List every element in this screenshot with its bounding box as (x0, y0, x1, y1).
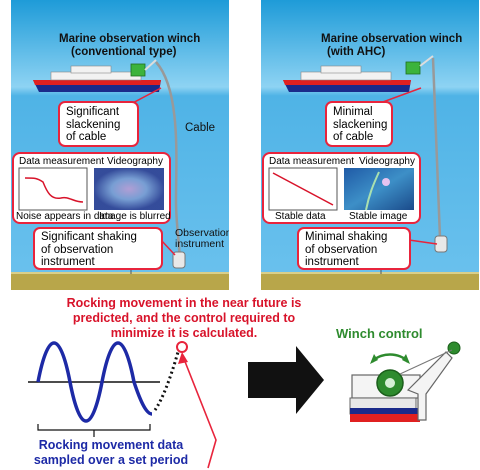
seabed (261, 272, 479, 290)
slack-callout-line3: of cable (333, 131, 374, 144)
cable (155, 61, 181, 263)
prediction-text-line2: predicted, and the control required to (72, 311, 296, 325)
slack-callout: Significant slackening of cable (58, 101, 139, 147)
prediction-text: Rocking movement in the near future is p… (34, 296, 334, 341)
crane-arm (406, 351, 453, 421)
sheave-icon (447, 341, 461, 355)
shaking-callout-line1: Minimal shaking (305, 231, 388, 243)
winch-control-label: Winch control (336, 326, 423, 341)
video-caption: Image is blurred (99, 211, 171, 222)
winch-title-line1: Marine observation winch (59, 33, 201, 45)
stable-data-line (272, 172, 334, 206)
shaking-callout: Minimal shaking of observation instrumen… (297, 227, 411, 270)
data-caption: Noise appears in data (16, 211, 114, 222)
sample-bracket (37, 424, 151, 431)
instrument-label: Observation instrument (175, 227, 229, 251)
slack-callout: Minimal slackening of cable (325, 101, 393, 147)
slack-callout-line1: Minimal (333, 106, 373, 118)
stable-video-image (344, 168, 414, 210)
cable-label: Cable (185, 122, 216, 134)
videography-label: Videography (359, 156, 415, 167)
noisy-data-line (24, 177, 84, 203)
sampled-text-line2: sampled over a set period (33, 453, 189, 467)
shaking-callout-line3: instrument (41, 256, 95, 269)
big-arrow-icon (248, 346, 324, 414)
prediction-diagram (28, 341, 461, 469)
slack-callout-line3: of cable (66, 131, 107, 144)
shaking-callout-line3: instrument (305, 256, 359, 269)
winch-title-line2: (conventional type) (71, 46, 177, 58)
cable (431, 57, 442, 239)
predicted-wave (153, 351, 180, 411)
prediction-text-line3: minimize it is calculated. (110, 326, 258, 340)
prediction-point-icon (176, 341, 188, 353)
shaking-callout-line2: of observation (305, 243, 378, 256)
shaking-callout: Significant shaking of observation instr… (33, 227, 163, 270)
winch-icon (130, 63, 146, 77)
video-caption: Stable image (349, 211, 408, 222)
videography-label: Videography (107, 156, 163, 167)
observation-instrument-icon (172, 251, 186, 269)
sampled-text: Rocking movement data sampled over a set… (18, 438, 204, 468)
ahc-winch-panel: Marine observation winch (with AHC) Mini… (261, 0, 479, 290)
rotation-arrow-icon (371, 353, 409, 363)
data-measurement-label: Data measurement (269, 156, 355, 167)
instrument-label-line1: Observation (175, 227, 229, 239)
winch-title-line2: (with AHC) (327, 46, 386, 58)
ship (33, 59, 161, 92)
rocking-wave (36, 341, 153, 423)
slack-callout-line1: Significant (66, 106, 120, 118)
slack-callout-line2: slackening (66, 118, 121, 131)
shaking-callout-line1: Significant shaking (41, 231, 137, 243)
slack-callout-line2: slackening (333, 118, 388, 131)
shaking-callout-line2: of observation (41, 243, 114, 256)
winch-title-line1: Marine observation winch (321, 33, 463, 45)
instrument-label-line2: instrument (175, 238, 225, 251)
prediction-text-line1: Rocking movement in the near future is (66, 296, 302, 310)
ahc-winch-icon (405, 61, 421, 75)
sampled-text-line1: Rocking movement data (38, 438, 184, 452)
conventional-winch-panel: Marine observation winch (conventional t… (11, 0, 229, 290)
ship (283, 55, 434, 92)
data-measurement-label: Data measurement (19, 156, 105, 167)
seabed (11, 272, 229, 290)
data-caption: Stable data (275, 211, 326, 222)
winch-control-illustration (349, 341, 461, 422)
